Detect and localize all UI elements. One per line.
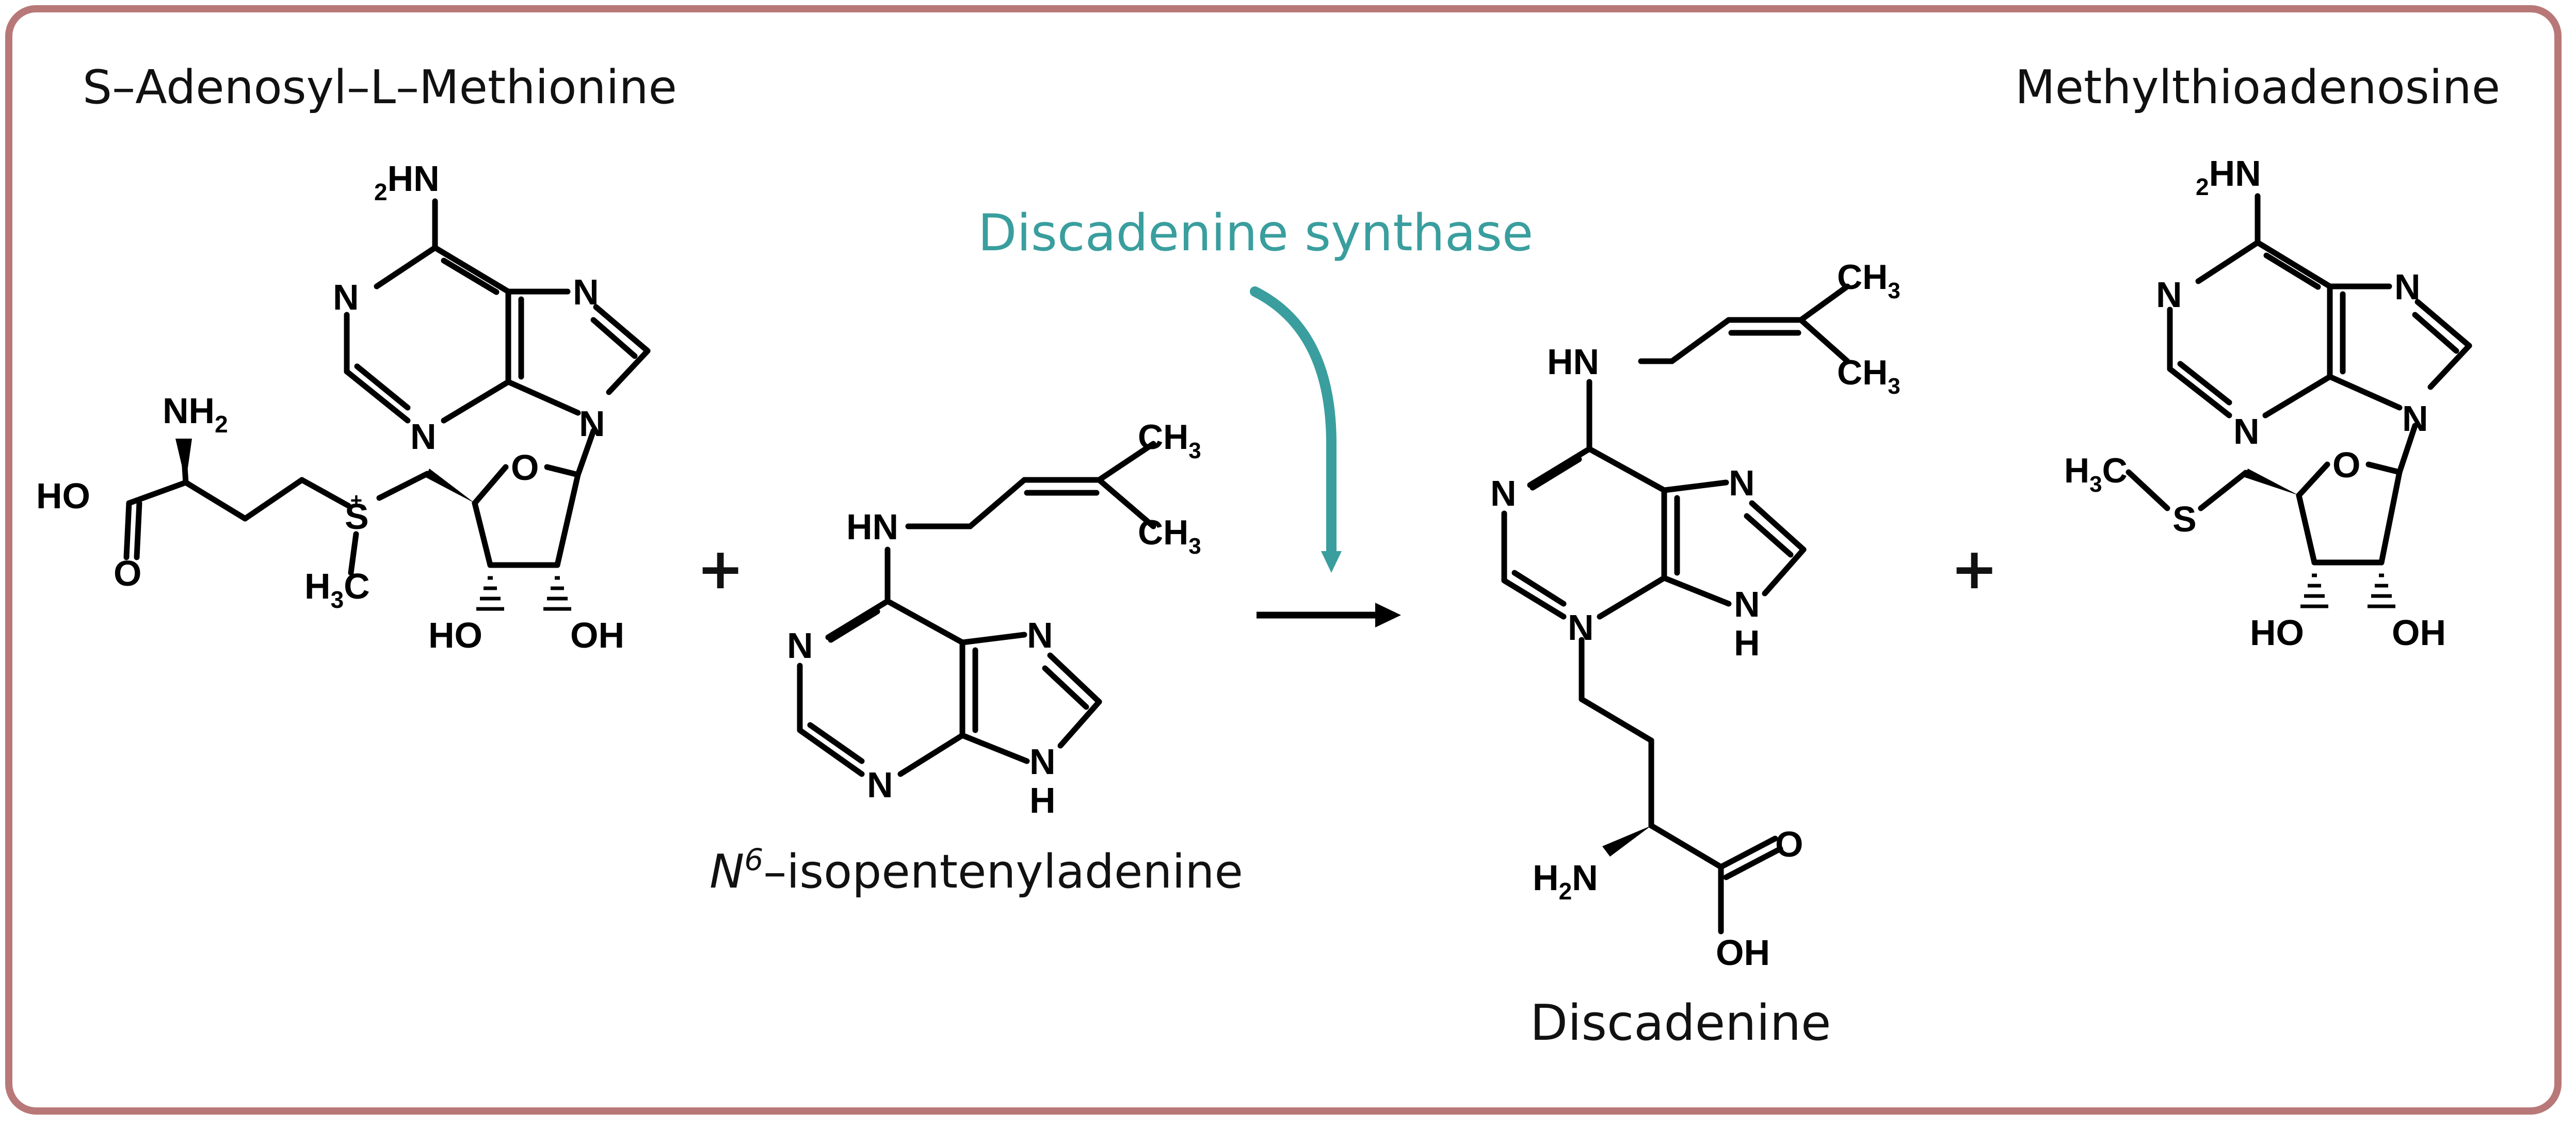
svg-text:N: N [1029,742,1056,782]
sam-structure [123,198,651,611]
discadenine-structure [1501,283,1850,935]
svg-text:CH3: CH3 [1837,257,1901,303]
svg-text:N: N [579,404,605,444]
svg-text:S: S [2172,499,2197,539]
mta-title: Methylthioadenosine [2015,60,2500,115]
reaction-arrow [1257,603,1401,627]
svg-text:N: N [2233,411,2260,452]
svg-text:N: N [867,765,893,805]
svg-text:2HN: 2HN [2196,153,2261,200]
svg-text:HO: HO [428,615,482,655]
svg-text:OH: OH [1716,932,1770,973]
svg-text:CH3: CH3 [1837,353,1901,399]
sam-atom-labels: 2HN N N N N O NH2 HO O S+ H3C HO OH [36,158,624,655]
ipa-title: N6–isopentenyladenine [710,842,1243,899]
svg-text:H: H [1029,780,1056,820]
svg-text:H3C: H3C [2064,451,2128,497]
svg-text:HN: HN [1547,342,1599,382]
sam-title: S–Adenosyl–L–Methionine [83,60,677,115]
svg-text:N: N [1729,463,1755,503]
svg-text:HO: HO [2250,613,2304,653]
svg-text:OH: OH [2392,613,2446,653]
diagram-frame [5,5,2562,1115]
svg-text:CH3: CH3 [1138,513,1201,559]
svg-text:N: N [410,416,437,457]
ipa-structure [797,441,1156,777]
svg-text:N: N [2402,398,2428,439]
svg-text:N: N [2394,267,2421,307]
svg-text:CH3: CH3 [1138,417,1201,463]
svg-text:N: N [333,277,359,317]
mta-structure [2126,193,2472,608]
svg-text:O: O [114,553,141,593]
svg-text:N: N [787,625,813,666]
enzyme-label: Discadenine synthase [978,204,1533,263]
svg-text:N: N [1490,473,1517,513]
svg-text:H3C: H3C [304,566,370,613]
svg-text:O: O [2332,445,2360,485]
svg-text:N: N [1734,584,1760,624]
svg-text:O: O [511,447,539,488]
svg-text:NH2: NH2 [163,391,228,438]
plus-sign-2: + [1951,536,1998,602]
svg-text:H: H [1734,623,1760,663]
svg-text:H2N: H2N [1533,858,1598,905]
enzyme-curved-arrow [1250,286,1342,573]
svg-text:N: N [1568,607,1594,648]
ipa-atom-labels: CH3 CH3 HN N N N N H [787,417,1201,820]
svg-text:N: N [1027,615,1053,655]
svg-text:OH: OH [570,615,624,655]
svg-text:N: N [573,272,599,312]
mta-atom-labels: 2HN N N N N O S H3C HO OH [2064,153,2446,653]
plus-sign-1: + [697,536,744,602]
svg-text:HO: HO [36,476,90,516]
svg-text:N: N [2156,275,2182,315]
svg-text:O: O [1775,824,1803,864]
svg-text:HN: HN [846,507,898,547]
svg-text:S+: S+ [345,489,369,537]
discadenine-title: Discadenine [1530,995,1831,1052]
svg-text:2HN: 2HN [374,158,440,205]
discadenine-atom-labels: CH3 CH3 HN N N N N H H2N O OH [1490,257,1901,973]
